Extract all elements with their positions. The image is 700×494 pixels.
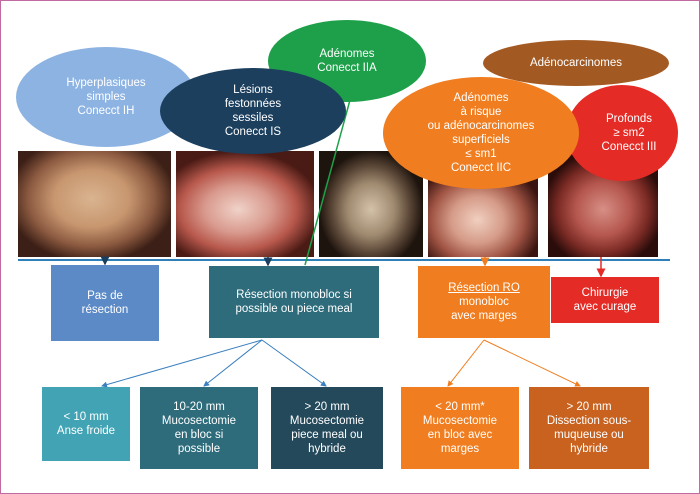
mucosectomy-margins-label: < 20 mm* Mucosectomie en bloc avec marge… [422, 401, 498, 455]
surgery-box: Chirurgie avec curage [551, 277, 659, 323]
endoscopy-photo-hyperplastic [18, 151, 171, 257]
r0-resection-box: Résection RO monobloc avec marges [418, 266, 550, 338]
en-bloc-mucosectomy-box: 10-20 mm Mucosectomie en bloc si possibl… [140, 387, 258, 469]
category-adenocarcinoma-ellipse: Adénocarcinomes [483, 40, 669, 86]
en-bloc-mucosectomy-label: 10-20 mm Mucosectomie en bloc si possibl… [161, 401, 237, 455]
category-hyperplastic-label: Hyperplasiques simples Conecct IH [66, 77, 146, 117]
separator-line [18, 259, 670, 261]
category-deep-ellipse: Profonds ≥ sm2 Conecct III [566, 85, 678, 181]
category-serrated-ellipse: Lésions festonnées sessiles Conecct IS [160, 68, 346, 154]
submucosal-dissection-label: > 20 mm Dissection sous- muqueuse ou hyb… [546, 401, 632, 455]
submucosal-dissection-box: > 20 mm Dissection sous- muqueuse ou hyb… [529, 387, 649, 469]
category-at-risk-ellipse: Adénomes à risque ou adénocarcinomes sup… [383, 77, 579, 189]
piecemeal-mucosectomy-box: > 20 mm Mucosectomie piece meal ou hybri… [271, 387, 383, 469]
monobloc-resection-box: Résection monobloc si possible ou piece … [209, 266, 379, 338]
category-adenocarcinoma-label: Adénocarcinomes [529, 57, 623, 69]
category-hyperplastic-ellipse: Hyperplasiques simples Conecct IH [16, 47, 196, 147]
category-serrated-label: Lésions festonnées sessiles Conecct IS [224, 84, 282, 138]
mucosectomy-margins-box: < 20 mm* Mucosectomie en bloc avec marge… [401, 387, 519, 469]
endoscopy-photo-serrated [176, 151, 314, 257]
monobloc-resection-label: Résection monobloc si possible ou piece … [235, 289, 353, 315]
category-adenoma-label: Adénomes Conecct IIA [317, 48, 377, 74]
piecemeal-mucosectomy-label: > 20 mm Mucosectomie piece meal ou hybri… [289, 401, 365, 455]
category-at-risk-label: Adénomes à risque ou adénocarcinomes sup… [427, 92, 535, 174]
r0-resection-title: Résection RO [448, 282, 520, 294]
cold-snare-label: < 10 mm Anse froide [56, 411, 116, 437]
r0-resection-detail: monobloc avec marges [451, 296, 517, 322]
category-deep-label: Profonds ≥ sm2 Conecct III [601, 113, 657, 153]
surgery-label: Chirurgie avec curage [573, 287, 637, 313]
no-resection-box: Pas de résection [51, 265, 159, 341]
cold-snare-box: < 10 mm Anse froide [42, 387, 130, 461]
no-resection-label: Pas de résection [81, 290, 129, 316]
